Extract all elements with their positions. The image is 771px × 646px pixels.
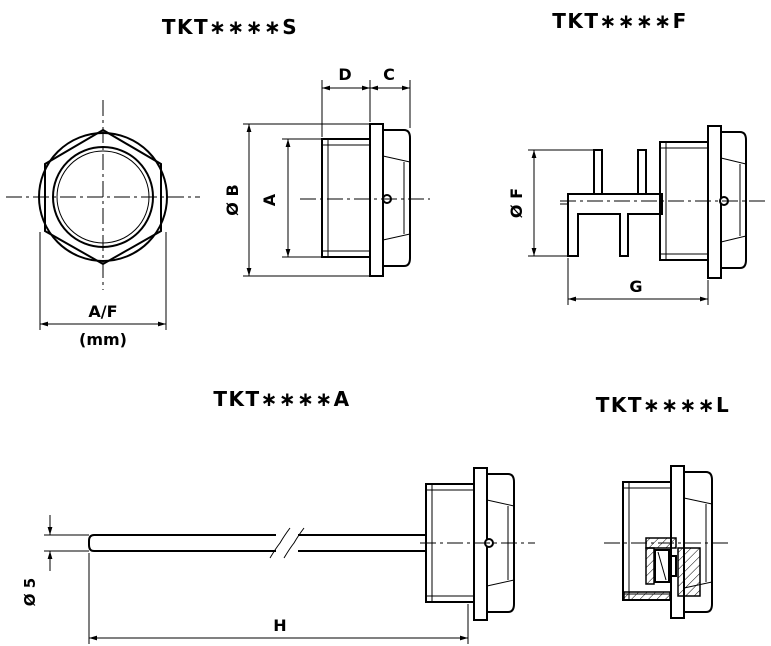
- title-tkt-f: TKT∗∗∗∗F: [552, 9, 687, 33]
- title-tkt-a: TKT∗∗∗∗A: [213, 387, 350, 411]
- dim-mm-label: (mm): [79, 330, 127, 349]
- dim-g-label: G: [629, 277, 642, 296]
- side-view-a: Ø 5 H: [21, 467, 535, 644]
- title-tkt-l: TKT∗∗∗∗L: [596, 393, 731, 417]
- side-view-f: Ø F G: [507, 125, 765, 305]
- dim-a-label: A: [260, 193, 279, 206]
- dim-af-label: A/F: [88, 302, 117, 321]
- dim-o5-label: Ø 5: [21, 578, 39, 606]
- dim-d-label: D: [338, 65, 351, 84]
- dim-c-label: C: [383, 65, 395, 84]
- front-view-hex: A/F (mm): [6, 100, 200, 349]
- dim-of-label: Ø F: [507, 188, 526, 218]
- title-tkt-s: TKT∗∗∗∗S: [162, 15, 298, 39]
- dim-ob-label: Ø B: [223, 184, 242, 215]
- side-view-s: D C Ø B A: [223, 65, 430, 277]
- section-view-l: [604, 465, 730, 619]
- dim-h-label: H: [273, 616, 286, 635]
